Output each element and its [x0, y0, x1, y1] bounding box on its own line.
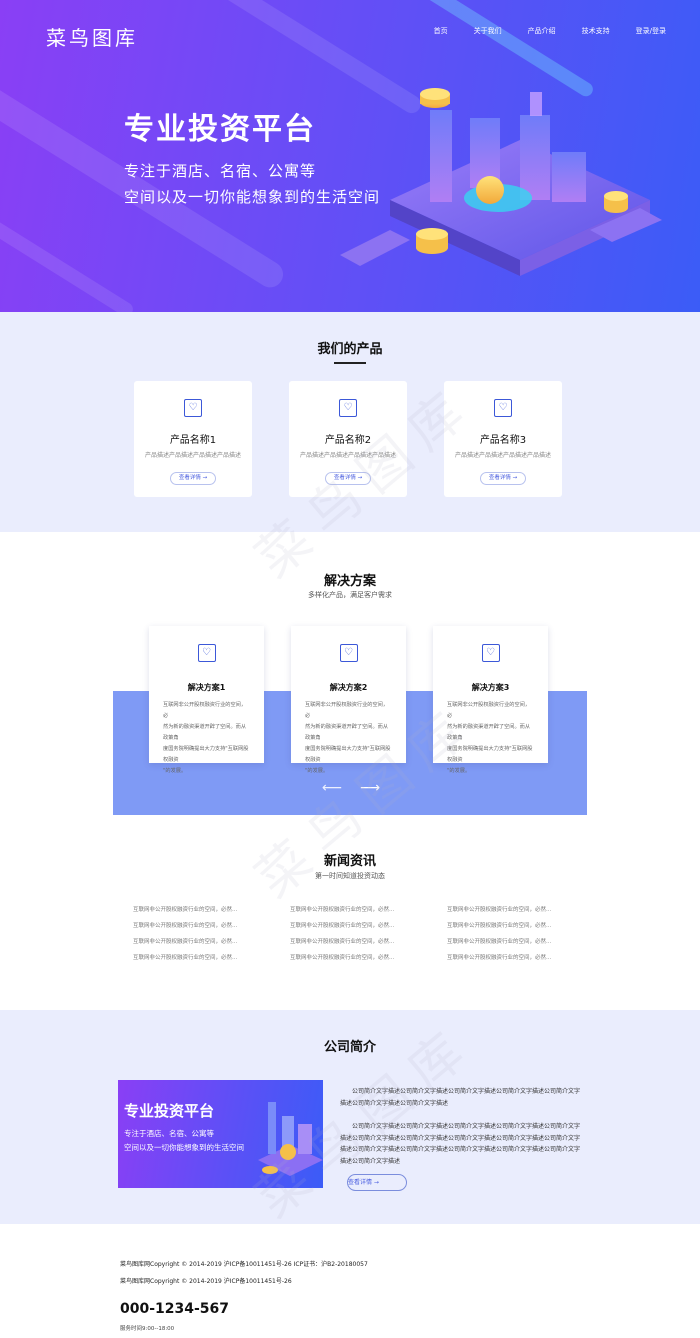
solution-card-1[interactable]: ♡ 解决方案1 互联网非公开股权融资行业的空间，必然为新的融资渠道开辟了空间。而… — [149, 626, 264, 774]
solution-card-3[interactable]: ♡ 解决方案3 互联网非公开股权融资行业的空间，必然为新的融资渠道开辟了空间。而… — [433, 626, 548, 774]
hero-subtitle-line1: 专注于酒店、名宿、公寓等 — [124, 162, 317, 180]
solution-desc: 互联网非公开股权融资行业的空间，必然为新的融资渠道开辟了空间。而从政策角度国务院… — [163, 702, 249, 774]
product-name: 产品名称2 — [324, 435, 372, 446]
product-desc: 产品描述产品描述产品描述产品描述 — [299, 452, 396, 459]
news-item[interactable]: 互联网非公开股权融资行业的空间，必然... — [133, 939, 238, 945]
isometric-city-illustration — [340, 88, 662, 276]
news-subtitle: 第一时间知道投资动态 — [315, 872, 385, 880]
solution-card-2[interactable]: ♡ 解决方案2 互联网非公开股权融资行业的空间，必然为新的融资渠道开辟了空间。而… — [291, 626, 406, 774]
heart-icon: ♡ — [339, 399, 357, 417]
news-item[interactable]: 互联网非公开股权融资行业的空间，必然... — [133, 955, 238, 961]
news-item[interactable]: 互联网非公开股权融资行业的空间，必然... — [290, 907, 395, 913]
carousel-prev-arrow-icon[interactable]: ⟵ — [322, 780, 343, 796]
about-paragraph-1: 公司简介文字描述公司简介文字描述公司简介文字描述公司简介文字描述公司简介文字描述… — [340, 1088, 581, 1107]
news-item[interactable]: 互联网非公开股权融资行业的空间，必然... — [290, 939, 395, 945]
city-mini-illustration — [258, 1102, 323, 1176]
footer-phone[interactable]: 000-1234-567 — [120, 1301, 230, 1317]
about-view-details-button[interactable]: 查看详情 → — [347, 1174, 407, 1191]
news-item[interactable]: 互联网非公开股权融资行业的空间，必然... — [447, 907, 552, 913]
heart-icon: ♡ — [494, 399, 512, 417]
view-details-button[interactable]: 查看详情 → — [170, 472, 216, 485]
news-title: 新闻资讯 — [323, 854, 376, 869]
heart-icon: ♡ — [481, 644, 500, 662]
products-title-underline — [334, 362, 366, 364]
news-item[interactable]: 互联网非公开股权融资行业的空间，必然... — [290, 955, 395, 961]
product-card-2[interactable]: ♡ 产品名称2 产品描述产品描述产品描述产品描述 查看详情 → — [289, 381, 407, 497]
view-details-button[interactable]: 查看详情 → — [480, 472, 526, 485]
nav-item-products[interactable]: 产品介绍 — [527, 27, 556, 35]
heart-icon: ♡ — [339, 644, 358, 662]
product-name: 产品名称1 — [169, 435, 217, 446]
products-title: 我们的产品 — [317, 342, 383, 357]
news-item[interactable]: 互联网非公开股权融资行业的空间，必然... — [447, 939, 552, 945]
hero-subtitle-line2: 空间以及一切你能想象到的生活空间 — [124, 188, 381, 206]
news-item[interactable]: 互联网非公开股权融资行业的空间，必然... — [133, 907, 238, 913]
footer-copyright-1: 菜鸟图库网Copyright © 2014-2019 沪ICP备10011451… — [120, 1261, 368, 1268]
news-item[interactable]: 互联网非公开股权融资行业的空间，必然... — [447, 955, 552, 961]
footer-copyright-2: 菜鸟图库网Copyright © 2014-2019 沪ICP备10011451… — [120, 1278, 292, 1285]
product-desc: 产品描述产品描述产品描述产品描述 — [454, 452, 551, 459]
nav-item-login[interactable]: 登录/登录 — [635, 27, 666, 35]
about-title: 公司简介 — [323, 1040, 376, 1055]
nav-item-support[interactable]: 技术支持 — [581, 27, 610, 35]
product-desc: 产品描述产品描述产品描述产品描述 — [144, 452, 241, 459]
hero-title: 专业投资平台 — [124, 112, 316, 147]
about-paragraph-2: 公司简介文字描述公司简介文字描述公司简介文字描述公司简介文字描述公司简介文字描述… — [340, 1123, 581, 1165]
news-item[interactable]: 互联网非公开股权融资行业的空间，必然... — [133, 923, 238, 929]
solution-name: 解决方案1 — [187, 683, 226, 692]
heart-icon: ♡ — [184, 399, 202, 417]
solution-desc: 互联网非公开股权融资行业的空间，必然为新的融资渠道开辟了空间。而从政策角度国务院… — [305, 702, 391, 774]
site-logo[interactable]: 菜鸟图库 — [46, 26, 138, 50]
hero-banner: 菜鸟图库 首页 关于我们 产品介绍 技术支持 登录/登录 专业投资平台 专注于酒… — [0, 0, 700, 312]
nav-item-home[interactable]: 首页 — [433, 27, 448, 35]
nav-item-about[interactable]: 关于我们 — [473, 27, 502, 35]
footer-service-hours: 服务时间9:00--18:00 — [120, 1326, 175, 1332]
solutions-subtitle: 多样化产品，满足客户需求 — [308, 591, 392, 599]
solution-desc: 互联网非公开股权融资行业的空间，必然为新的融资渠道开辟了空间。而从政策角度国务院… — [447, 702, 533, 774]
carousel-next-arrow-icon[interactable]: ⟶ — [360, 780, 381, 796]
view-details-button[interactable]: 查看详情 → — [325, 472, 371, 485]
product-name: 产品名称3 — [479, 435, 527, 446]
solution-name: 解决方案2 — [329, 683, 368, 692]
main-nav: 首页 关于我们 产品介绍 技术支持 登录/登录 — [434, 26, 666, 36]
news-item[interactable]: 互联网非公开股权融资行业的空间，必然... — [447, 923, 552, 929]
product-card-1[interactable]: ♡ 产品名称1 产品描述产品描述产品描述产品描述 查看详情 → — [134, 381, 252, 497]
solution-name: 解决方案3 — [471, 683, 510, 692]
heart-icon: ♡ — [197, 644, 216, 662]
about-image: 专业投资平台 专注于酒店、名宿、公寓等 空间以及一切你能想象到的生活空间 — [118, 1080, 323, 1188]
product-card-3[interactable]: ♡ 产品名称3 产品描述产品描述产品描述产品描述 查看详情 → — [444, 381, 562, 497]
news-item[interactable]: 互联网非公开股权融资行业的空间，必然... — [290, 923, 395, 929]
solutions-title: 解决方案 — [323, 574, 376, 589]
